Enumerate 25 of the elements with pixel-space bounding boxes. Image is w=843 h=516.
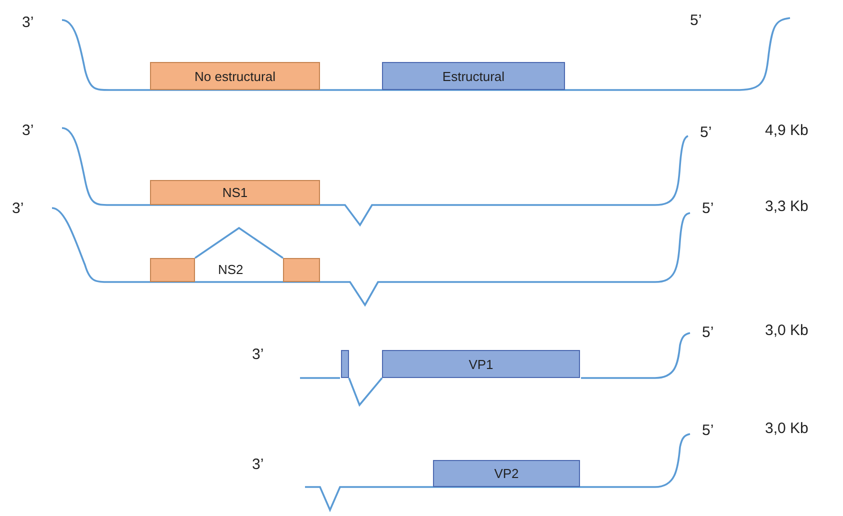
strand-label: 4,9 Kb — [765, 122, 808, 139]
strand-label: 3’ — [22, 122, 34, 139]
strand-label: 3,3 Kb — [765, 198, 808, 215]
strand-label: 5’ — [690, 12, 702, 29]
gene-region-box: NS1 — [150, 180, 320, 205]
strand-label: 5’ — [702, 422, 714, 439]
splice-line — [194, 226, 284, 259]
strand-label: 5’ — [700, 124, 712, 141]
exon-box — [283, 258, 320, 282]
exon-box — [341, 350, 349, 378]
gene-region-box: No estructural — [150, 62, 320, 90]
strand-label: 3’ — [252, 346, 264, 363]
gene-region-box: VP2 — [433, 460, 580, 487]
strand-label: 5’ — [702, 200, 714, 217]
strand-label: 5’ — [702, 324, 714, 341]
gene-region-box: VP1 — [382, 350, 580, 378]
splice-line — [348, 377, 383, 407]
strand-label: 3’ — [22, 14, 34, 31]
strand-label: 3’ — [252, 456, 264, 473]
strand-label: 3,0 Kb — [765, 420, 808, 437]
strand-label: 3’ — [12, 200, 24, 217]
gene-region-box: Estructural — [382, 62, 565, 90]
strand-label: 3,0 Kb — [765, 322, 808, 339]
strand-label: NS2 — [218, 262, 244, 277]
exon-box — [150, 258, 195, 282]
